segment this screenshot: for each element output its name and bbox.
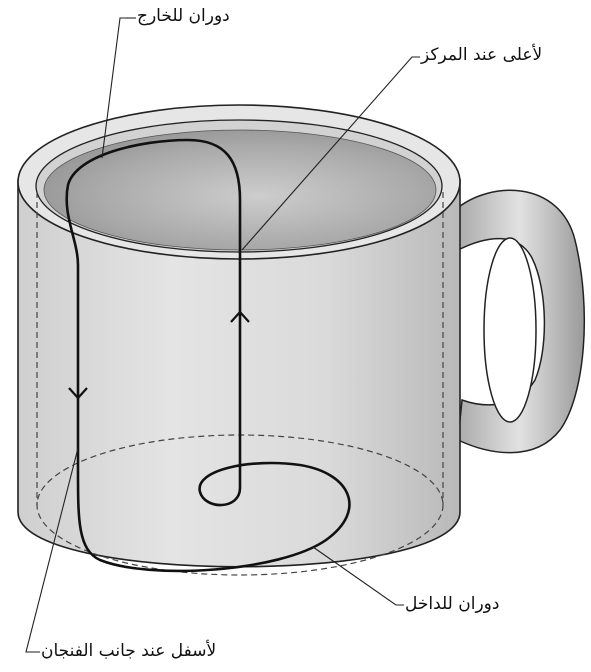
- label-outward-loop: دوران للخارج: [137, 8, 230, 25]
- mug-handle: [455, 190, 584, 452]
- label-down-side: لأسفل عند جانب الفنجان: [41, 643, 216, 660]
- label-inward-loop: دوران للداخل: [405, 596, 499, 613]
- label-up-center: لأعلى عند المركز: [421, 47, 542, 64]
